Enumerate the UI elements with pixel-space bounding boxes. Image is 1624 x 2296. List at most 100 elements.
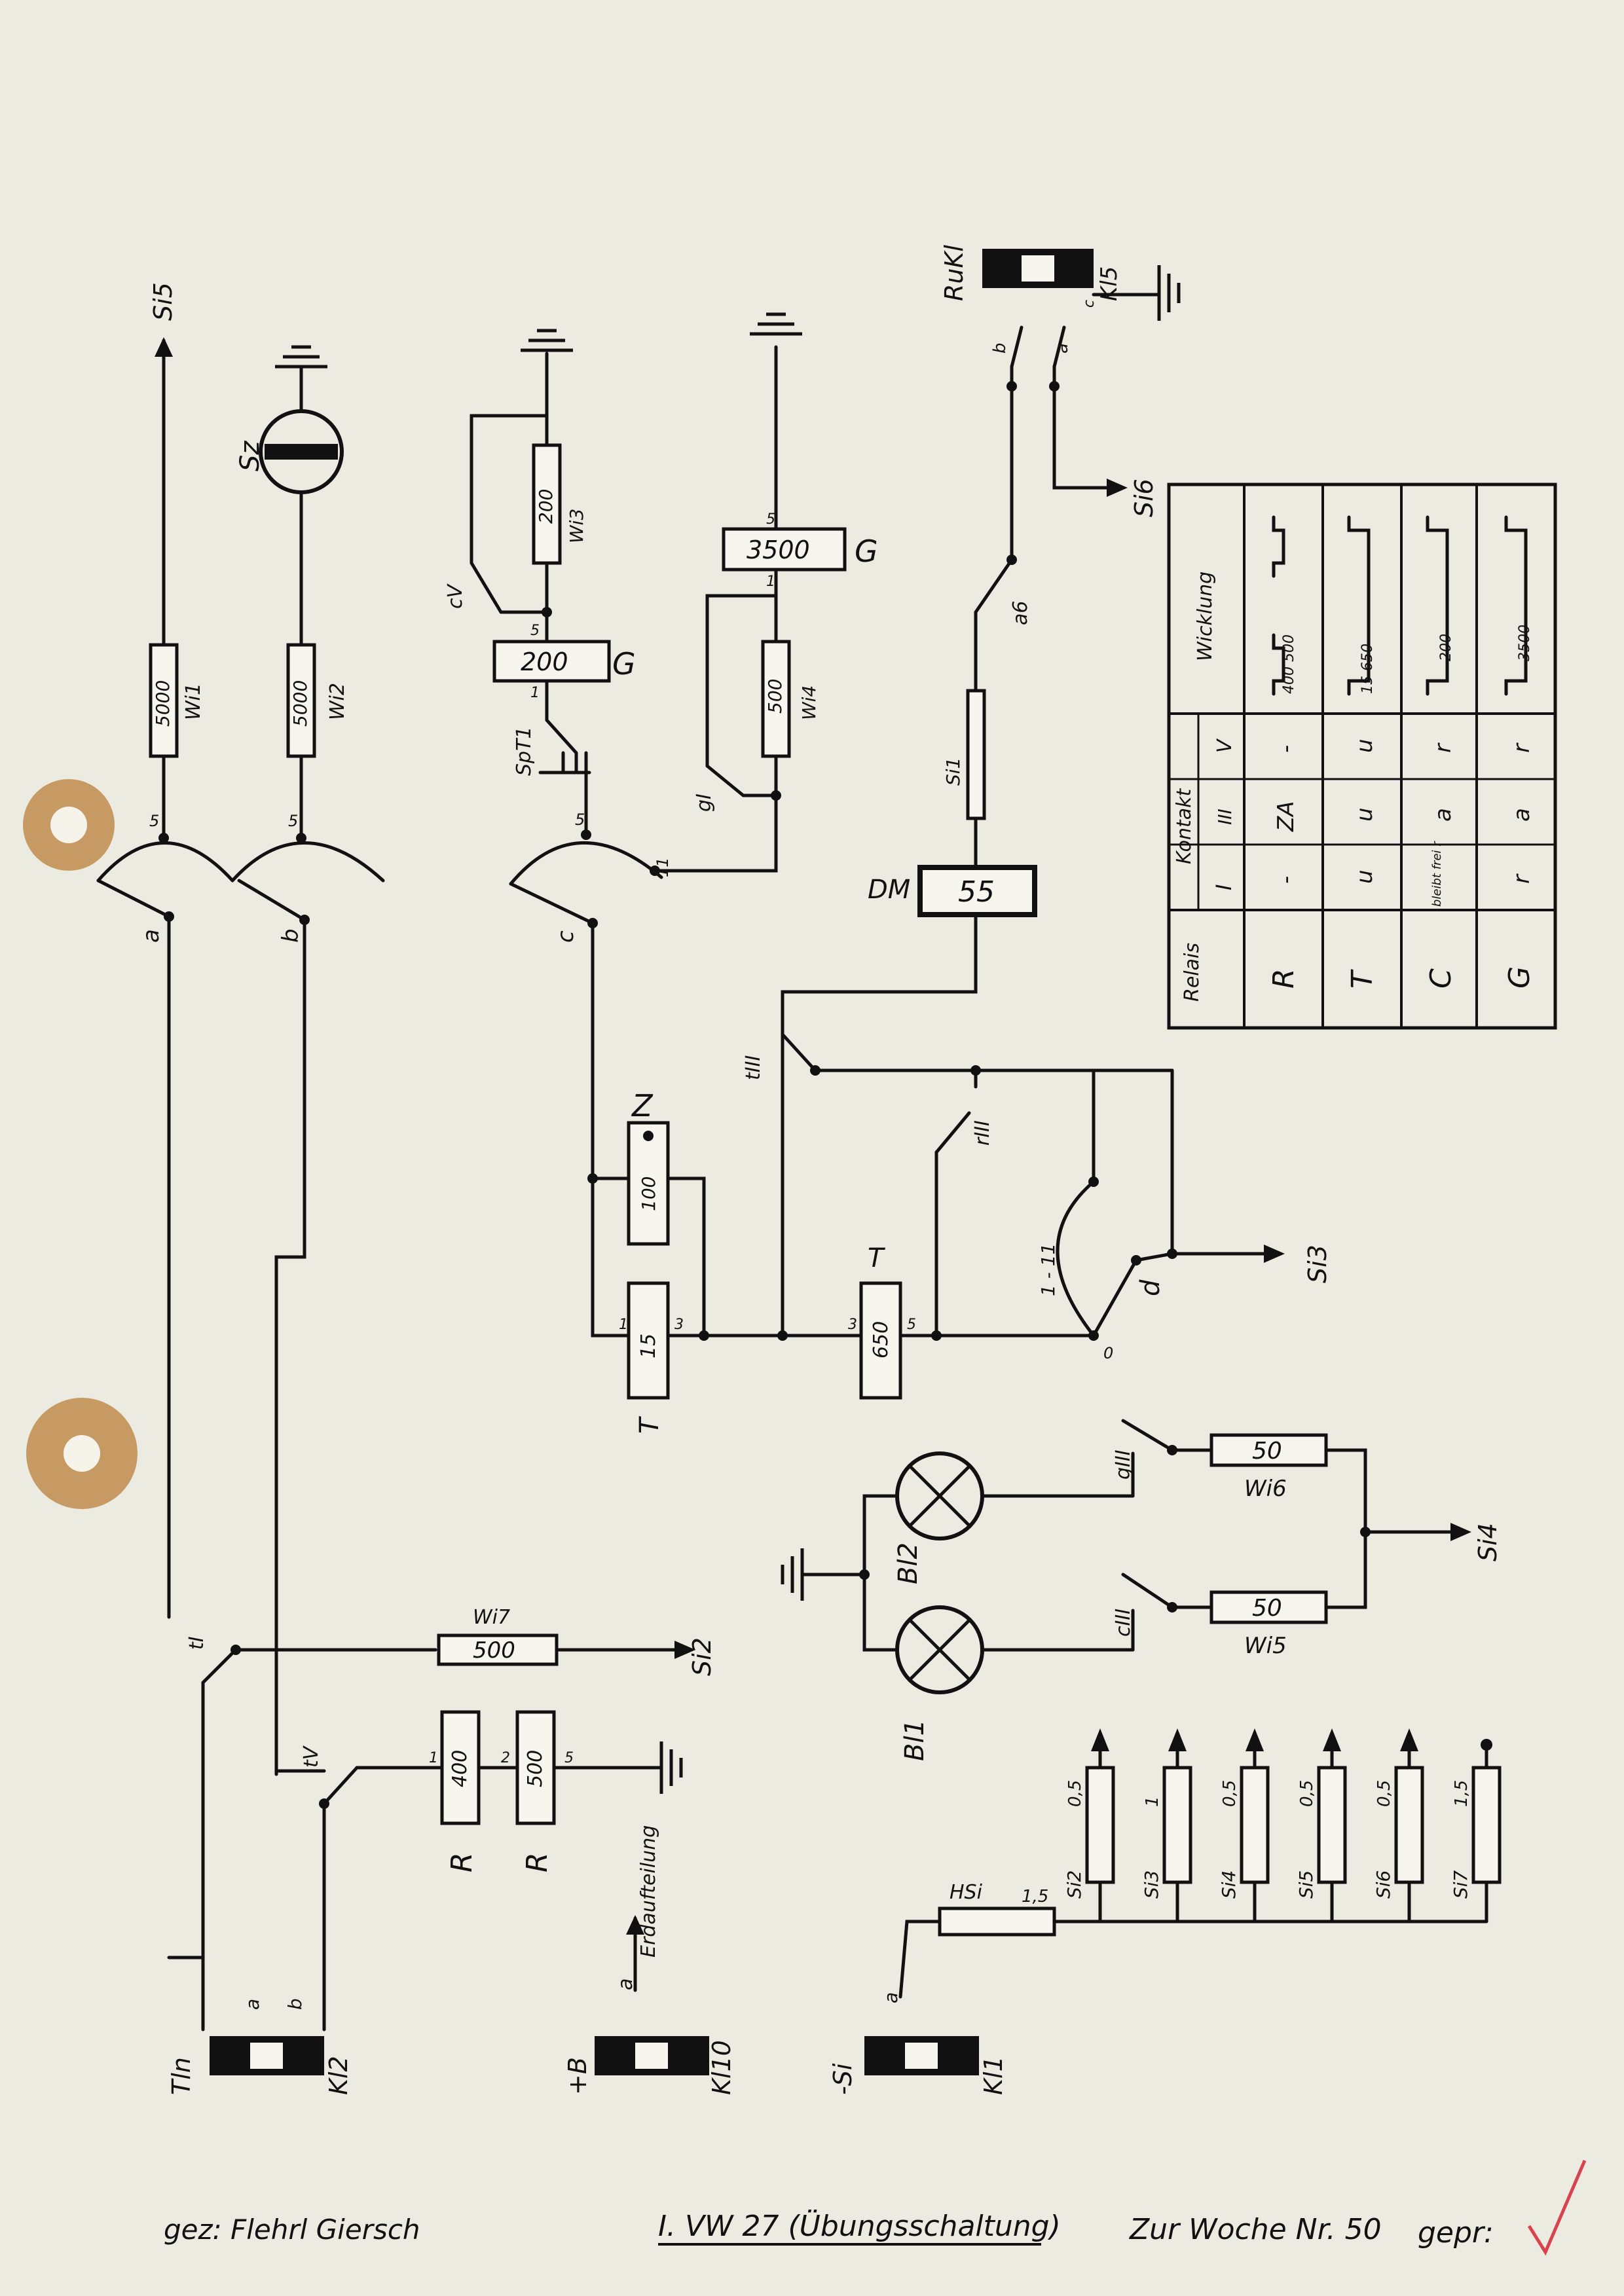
arrow-erdaufteilung: [626, 1915, 644, 1935]
rukl-a: a: [1052, 343, 1072, 354]
node-a5: [158, 833, 169, 843]
table-g-c3: r: [1509, 742, 1535, 753]
fuse-name: Si7: [1450, 1870, 1471, 1899]
label-minus-si: -Si: [828, 2063, 857, 2095]
wire-z-t: [666, 1176, 706, 1338]
t2-label: T: [868, 1243, 886, 1273]
table-c-c1: bleibt frei r: [1430, 841, 1444, 907]
label-sz: Sz: [235, 441, 265, 471]
wire-cv-bypass: [470, 414, 549, 565]
table-g-relais: G: [1503, 966, 1536, 989]
wire-b-line: [274, 918, 306, 1776]
terminal-kl2[interactable]: [210, 2036, 324, 2075]
footer-week: Zur Woche Nr. 50: [1129, 2213, 1382, 2246]
t15-pin1: 1: [619, 1317, 628, 1333]
z-label: Z: [631, 1088, 654, 1123]
label-si3: Si3: [1303, 1245, 1332, 1283]
fuse-arrow: [1400, 1728, 1418, 1751]
node-cv: [542, 607, 552, 617]
arc-d: [1056, 1180, 1096, 1338]
fuse-value: 1: [1143, 1796, 1162, 1807]
wi1-value: 5000: [152, 680, 174, 727]
fuse-hsi: [938, 1906, 1056, 1937]
r-pin1: 1: [429, 1750, 438, 1766]
kl1-a: a: [880, 1992, 902, 2003]
table-c-c2: a: [1430, 808, 1456, 822]
wiper-c-label: c: [553, 930, 579, 943]
kl2-a: a: [242, 1999, 263, 2010]
switch-giii: [1121, 1419, 1174, 1452]
wire-tiii-dm: [781, 915, 978, 1338]
t2-value: 650: [870, 1321, 893, 1358]
g-top-pin1: 1: [766, 574, 775, 590]
relay-table: [1167, 483, 1557, 1030]
label-si4: Si4: [1473, 1523, 1502, 1561]
fuse-si5: [1317, 1766, 1347, 1884]
r2-value: 500: [524, 1750, 547, 1787]
dm-value: 55: [958, 875, 995, 909]
terminal-kl5[interactable]: [982, 249, 1094, 288]
arc-range-label: 1 - 11: [1037, 1243, 1059, 1296]
footer-checked: gepr:: [1418, 2216, 1494, 2250]
wire-kl1-hsi: [898, 1920, 942, 1999]
r-pin2: 2: [501, 1750, 510, 1766]
t1-label: tI: [185, 1636, 208, 1650]
wire-wiper-si3: [1134, 1252, 1174, 1262]
table-col-i: I: [1211, 884, 1236, 890]
t650-pin5: 5: [907, 1317, 916, 1333]
table-g-c2: a: [1509, 808, 1535, 822]
table-t-c1: u: [1352, 869, 1378, 884]
rukl-b: b: [990, 342, 1010, 354]
fuse-value: 0,5: [1297, 1780, 1317, 1807]
kl5-c: c: [1081, 300, 1098, 308]
wire-b-tv: [274, 1769, 326, 1776]
label-erdaufteilung: Erdaufteilung: [637, 1825, 660, 1958]
table-g-c1: r: [1509, 873, 1535, 884]
hsi-label: HSi: [950, 1881, 983, 1904]
fuse-si3: [1162, 1766, 1192, 1884]
switch-tv: [322, 1766, 359, 1806]
ciii-label: cIII: [1112, 1609, 1135, 1637]
wiper-c: [509, 882, 595, 925]
switch-gi: [705, 764, 745, 797]
wi4-value: 500: [764, 679, 786, 714]
punch-hole-bottom: [26, 1398, 138, 1509]
r-label-2: R: [521, 1852, 554, 1872]
relay-g-3500: [722, 527, 847, 572]
wiper-a: [96, 879, 171, 919]
terminal-kl1[interactable]: [864, 2036, 979, 2075]
ground-r: [659, 1741, 683, 1794]
r-label-1: R: [445, 1852, 479, 1872]
wi5-label: Wi5: [1244, 1633, 1287, 1659]
label-tln: Tln: [167, 2057, 196, 2095]
label-si6: Si6: [1130, 479, 1158, 517]
table-head-wicklung: Wicklung: [1194, 572, 1217, 661]
t1-value: 15: [637, 1334, 660, 1358]
sptl-label: SpT1: [513, 727, 536, 776]
fuse-name: Si5: [1295, 1870, 1317, 1899]
switch-tiii: [781, 1032, 817, 1072]
label-bl1: Bl1: [900, 1719, 930, 1761]
wi2-value: 5000: [289, 680, 311, 727]
cv-label: cV: [444, 583, 467, 609]
fuse-arrow: [1091, 1728, 1109, 1751]
a6-label: a6: [1009, 601, 1032, 625]
table-c-relais: C: [1424, 968, 1458, 989]
table-head-kontakt: Kontakt: [1173, 788, 1196, 864]
terminal-kl10[interactable]: [595, 2036, 709, 2075]
table-r-relais: R: [1267, 968, 1301, 989]
wire-si6: [1052, 365, 1118, 490]
node-lamps-gnd: [859, 1569, 870, 1580]
footer-title: I. VW 27 (Übungsschaltung): [658, 2209, 1061, 2243]
winding-sketches: [1272, 515, 1528, 696]
fuse-end-dot: [1481, 1739, 1492, 1751]
si1-label: Si1: [942, 757, 964, 786]
wi7-label: Wi7: [473, 1606, 510, 1629]
node-b5: [296, 833, 306, 843]
wi1-label: Wi1: [182, 683, 205, 720]
wi4-label: Wi4: [798, 685, 820, 720]
arc-c: [509, 841, 663, 886]
arrow-si2: [674, 1641, 695, 1659]
label-si2: Si2: [688, 1637, 716, 1676]
hsi-value: 1,5: [1022, 1887, 1048, 1906]
